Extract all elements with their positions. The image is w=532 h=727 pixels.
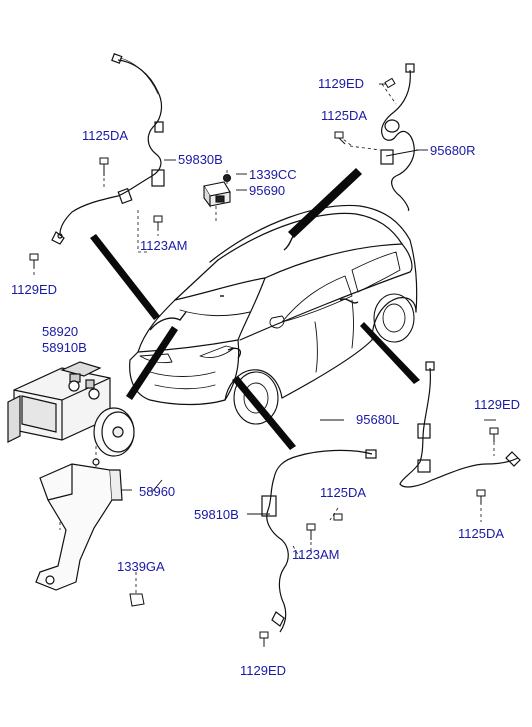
part-label-58920[interactable]: 58920: [42, 324, 79, 339]
part-label-1123AM[interactable]: 1123AM: [292, 547, 340, 562]
part-label-59830B[interactable]: 59830B: [178, 152, 223, 167]
part-label-1129ED[interactable]: 1129ED: [474, 397, 521, 412]
bolts-rear-right: [334, 77, 396, 145]
part-label-1129ED[interactable]: 1129ED: [318, 76, 365, 91]
part-label-1125DA[interactable]: 1125DA: [321, 108, 368, 123]
abs-hydraulic-unit: [7, 361, 135, 457]
bolts-front: [29, 157, 163, 268]
leader-lines: [122, 83, 496, 515]
part-label-1123AM[interactable]: 1123AM: [140, 238, 188, 253]
part-label-1339GA[interactable]: 1339GA: [117, 559, 165, 574]
bolts-front-right: [259, 513, 343, 646]
bolts-rear-left: [476, 427, 499, 504]
front-right-harness: [261, 449, 377, 633]
part-label-1129ED[interactable]: 1129ED: [240, 663, 287, 678]
part-label-1125DA[interactable]: 1125DA: [320, 485, 367, 500]
part-label-95680R[interactable]: 95680R: [430, 143, 476, 158]
pointer-arrows: [90, 168, 420, 450]
rear-left-harness: [399, 361, 521, 488]
part-label-58960[interactable]: 58960: [139, 484, 176, 499]
rear-right-harness: [380, 63, 415, 211]
part-label-1339CC[interactable]: 1339CC: [249, 167, 297, 182]
part-label-95690[interactable]: 95690: [249, 183, 286, 198]
part-label-59810B[interactable]: 59810B: [194, 507, 239, 522]
vehicle-illustration: [129, 204, 418, 425]
part-label-95680L[interactable]: 95680L: [356, 412, 400, 427]
front-sensor-harness: [51, 53, 165, 245]
part-label-58910B[interactable]: 58910B: [42, 340, 87, 355]
part-label-1129ED[interactable]: 1129ED: [11, 282, 58, 297]
sensor-module-95690: [203, 173, 232, 208]
part-label-1125DA[interactable]: 1125DA: [458, 526, 505, 541]
part-label-1125DA[interactable]: 1125DA: [82, 128, 129, 143]
bolt-1339GA: [129, 593, 145, 607]
abs-bracket: [35, 458, 123, 591]
